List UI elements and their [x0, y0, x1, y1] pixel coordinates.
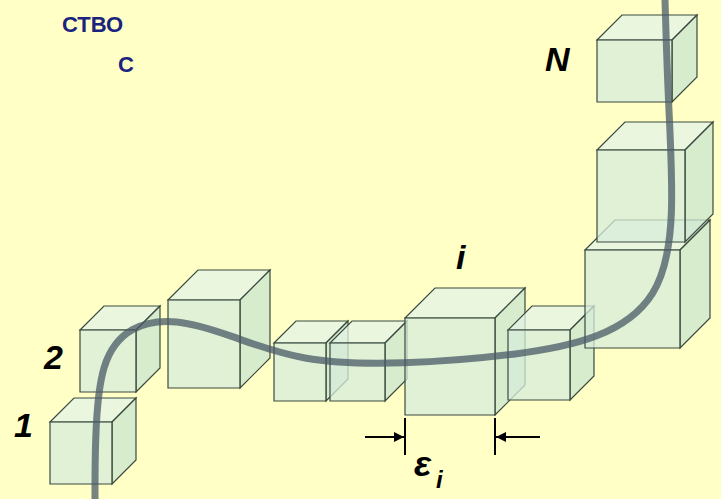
cube-number: N [545, 42, 570, 76]
cube-face [405, 318, 495, 415]
heading-fragment: СТВО [62, 14, 123, 36]
size-symbol: ε [414, 446, 431, 482]
cube [597, 122, 713, 242]
size-subscript: i [436, 468, 443, 492]
cube-face [508, 330, 570, 400]
cube-face [50, 422, 112, 484]
trajectory-curve [95, 0, 672, 499]
dimension-arrow [365, 436, 404, 438]
dimension-arrow [496, 436, 540, 438]
cube-number: 1 [14, 408, 33, 442]
extension-line [494, 418, 496, 455]
cube-number: 2 [44, 340, 63, 374]
dimension-marks [365, 418, 540, 455]
cube-face [672, 15, 697, 102]
cube [597, 15, 697, 102]
cube-face [685, 122, 713, 242]
cube-face [240, 270, 270, 388]
cube-face [112, 398, 136, 484]
cube-face [597, 40, 672, 102]
cube-face [168, 300, 240, 388]
heading-fragment: С [118, 54, 134, 76]
extension-line [404, 418, 406, 455]
cube-index: i [456, 240, 465, 274]
cube [80, 306, 160, 392]
cube-face [330, 343, 385, 401]
